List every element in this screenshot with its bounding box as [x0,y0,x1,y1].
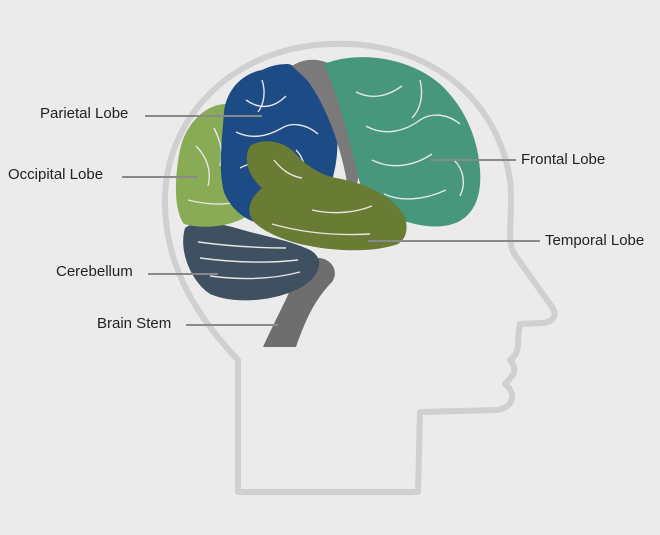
temporal-lobe-label: Temporal Lobe [545,232,645,249]
temporal-region [246,141,407,251]
cerebellum-folds [197,241,301,280]
occipital-lobe-label: Occipital Lobe [8,166,104,183]
brain-stem-label: Brain Stem [97,315,172,332]
parietal-lobe-label: Parietal Lobe [40,105,129,122]
cerebellum-label: Cerebellum [56,263,133,280]
temporal-folds [271,159,373,236]
motor-strip-region [292,59,359,189]
frontal-folds [355,79,465,200]
frontal-lobe-label: Frontal Lobe [521,151,606,168]
head-outline [161,40,558,495]
frontal-region [324,57,481,227]
brain-stem-region [263,258,335,347]
leader-lines [122,115,540,326]
